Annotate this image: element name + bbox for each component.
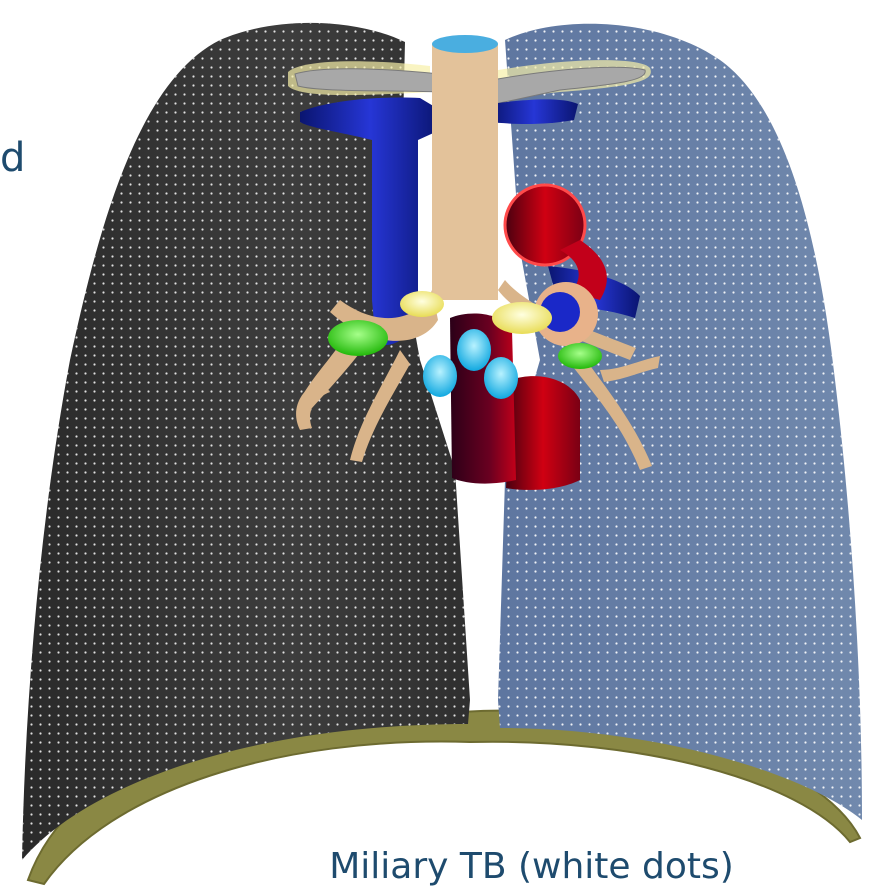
node-yellow-left xyxy=(400,291,444,317)
node-cyan-3 xyxy=(484,357,518,399)
node-yellow-right xyxy=(492,302,552,334)
diagram-caption: Miliary TB (white dots) xyxy=(85,843,893,891)
node-green-left xyxy=(328,320,388,356)
node-green-right xyxy=(558,343,602,369)
edge-text-fragment: d xyxy=(0,128,25,188)
node-cyan-2 xyxy=(457,329,491,371)
node-cyan-1 xyxy=(423,355,457,397)
